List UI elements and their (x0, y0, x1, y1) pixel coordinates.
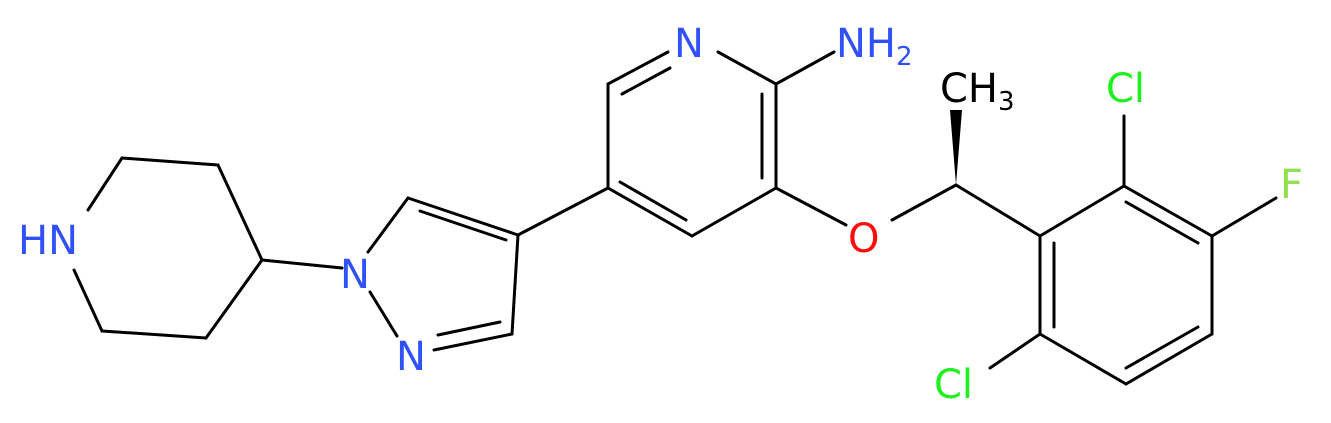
atom-label-cl: Cl (934, 362, 973, 408)
atom-label-o: O (848, 216, 879, 262)
methyl-subscript: 3 (998, 87, 1015, 117)
bond (510, 233, 520, 336)
piperidine-ring (72, 156, 264, 340)
atom-label-n: N (396, 334, 426, 380)
atom-label-f: F (1280, 162, 1303, 208)
amine-label: NH (836, 21, 896, 67)
pyridine-ring (606, 50, 778, 238)
bond (516, 186, 610, 237)
bond (1210, 196, 1278, 238)
atom-label-n: N (674, 21, 704, 67)
atom-label-n: N (340, 252, 370, 298)
bond (774, 186, 848, 227)
bond (606, 50, 670, 86)
bond (406, 196, 520, 237)
bond (260, 258, 344, 270)
bond (368, 290, 399, 338)
bond (418, 209, 508, 242)
bond (436, 320, 502, 337)
bond (716, 50, 778, 86)
bond (606, 186, 694, 238)
bond (1122, 184, 1214, 238)
bond (954, 183, 1042, 238)
bond (120, 156, 220, 167)
atom-label-ch3: CH3 (940, 66, 1015, 117)
bond (366, 196, 410, 254)
bond (618, 180, 688, 222)
atom-label-cl: Cl (1106, 66, 1145, 112)
phenyl-ring (1038, 184, 1214, 386)
bond (1038, 184, 1126, 238)
bond (774, 50, 836, 86)
bond (690, 186, 778, 238)
bond (216, 163, 264, 262)
pyrazole-ring (366, 196, 520, 352)
atom-label-nh2: NH2 (836, 21, 913, 72)
bond (204, 258, 264, 340)
bond (432, 332, 514, 352)
bond (1124, 325, 1200, 370)
bond (1124, 332, 1214, 386)
bond (890, 183, 958, 222)
bond (1124, 200, 1200, 245)
amine-subscript: 2 (896, 42, 913, 72)
bond (72, 268, 104, 333)
methyl-label: CH (940, 66, 998, 112)
bond (100, 329, 208, 340)
bond (1038, 332, 1128, 386)
atom-label-nh: HN (18, 218, 78, 264)
bond (86, 156, 124, 212)
bond (988, 332, 1042, 370)
bond (620, 66, 672, 96)
stereo-wedge (950, 110, 962, 185)
